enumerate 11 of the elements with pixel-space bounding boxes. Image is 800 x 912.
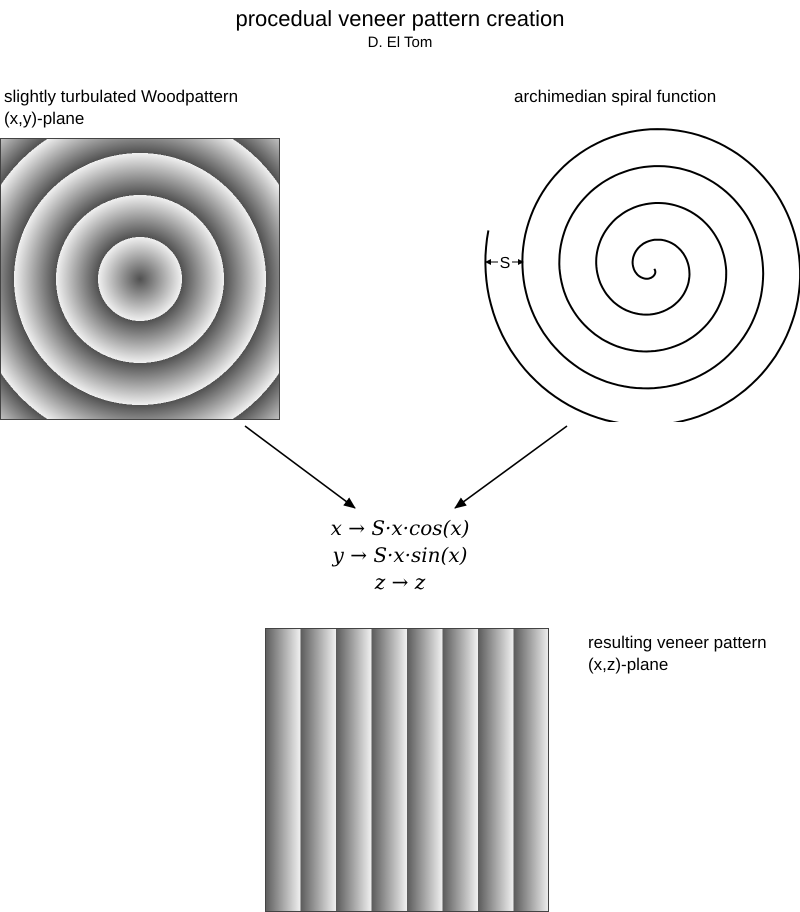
caption-text: archimedian spiral function [514,86,718,108]
formula-line: z → z [374,569,426,596]
caption-text: slightly turbulated Woodpattern (x,y)-plane [4,86,240,130]
dimension-label: S [500,255,510,272]
title: procedual veneer pattern creation [234,6,566,32]
arrow [454,425,568,509]
formula-line: x → S·x·cos(x) [330,515,470,542]
caption-text: resulting veneer pattern (x,z)-plane [588,632,768,676]
author-text: D. El Tom [366,34,434,51]
arrow [244,425,356,509]
formula-line: y → S·x·sin(x) [330,542,468,569]
